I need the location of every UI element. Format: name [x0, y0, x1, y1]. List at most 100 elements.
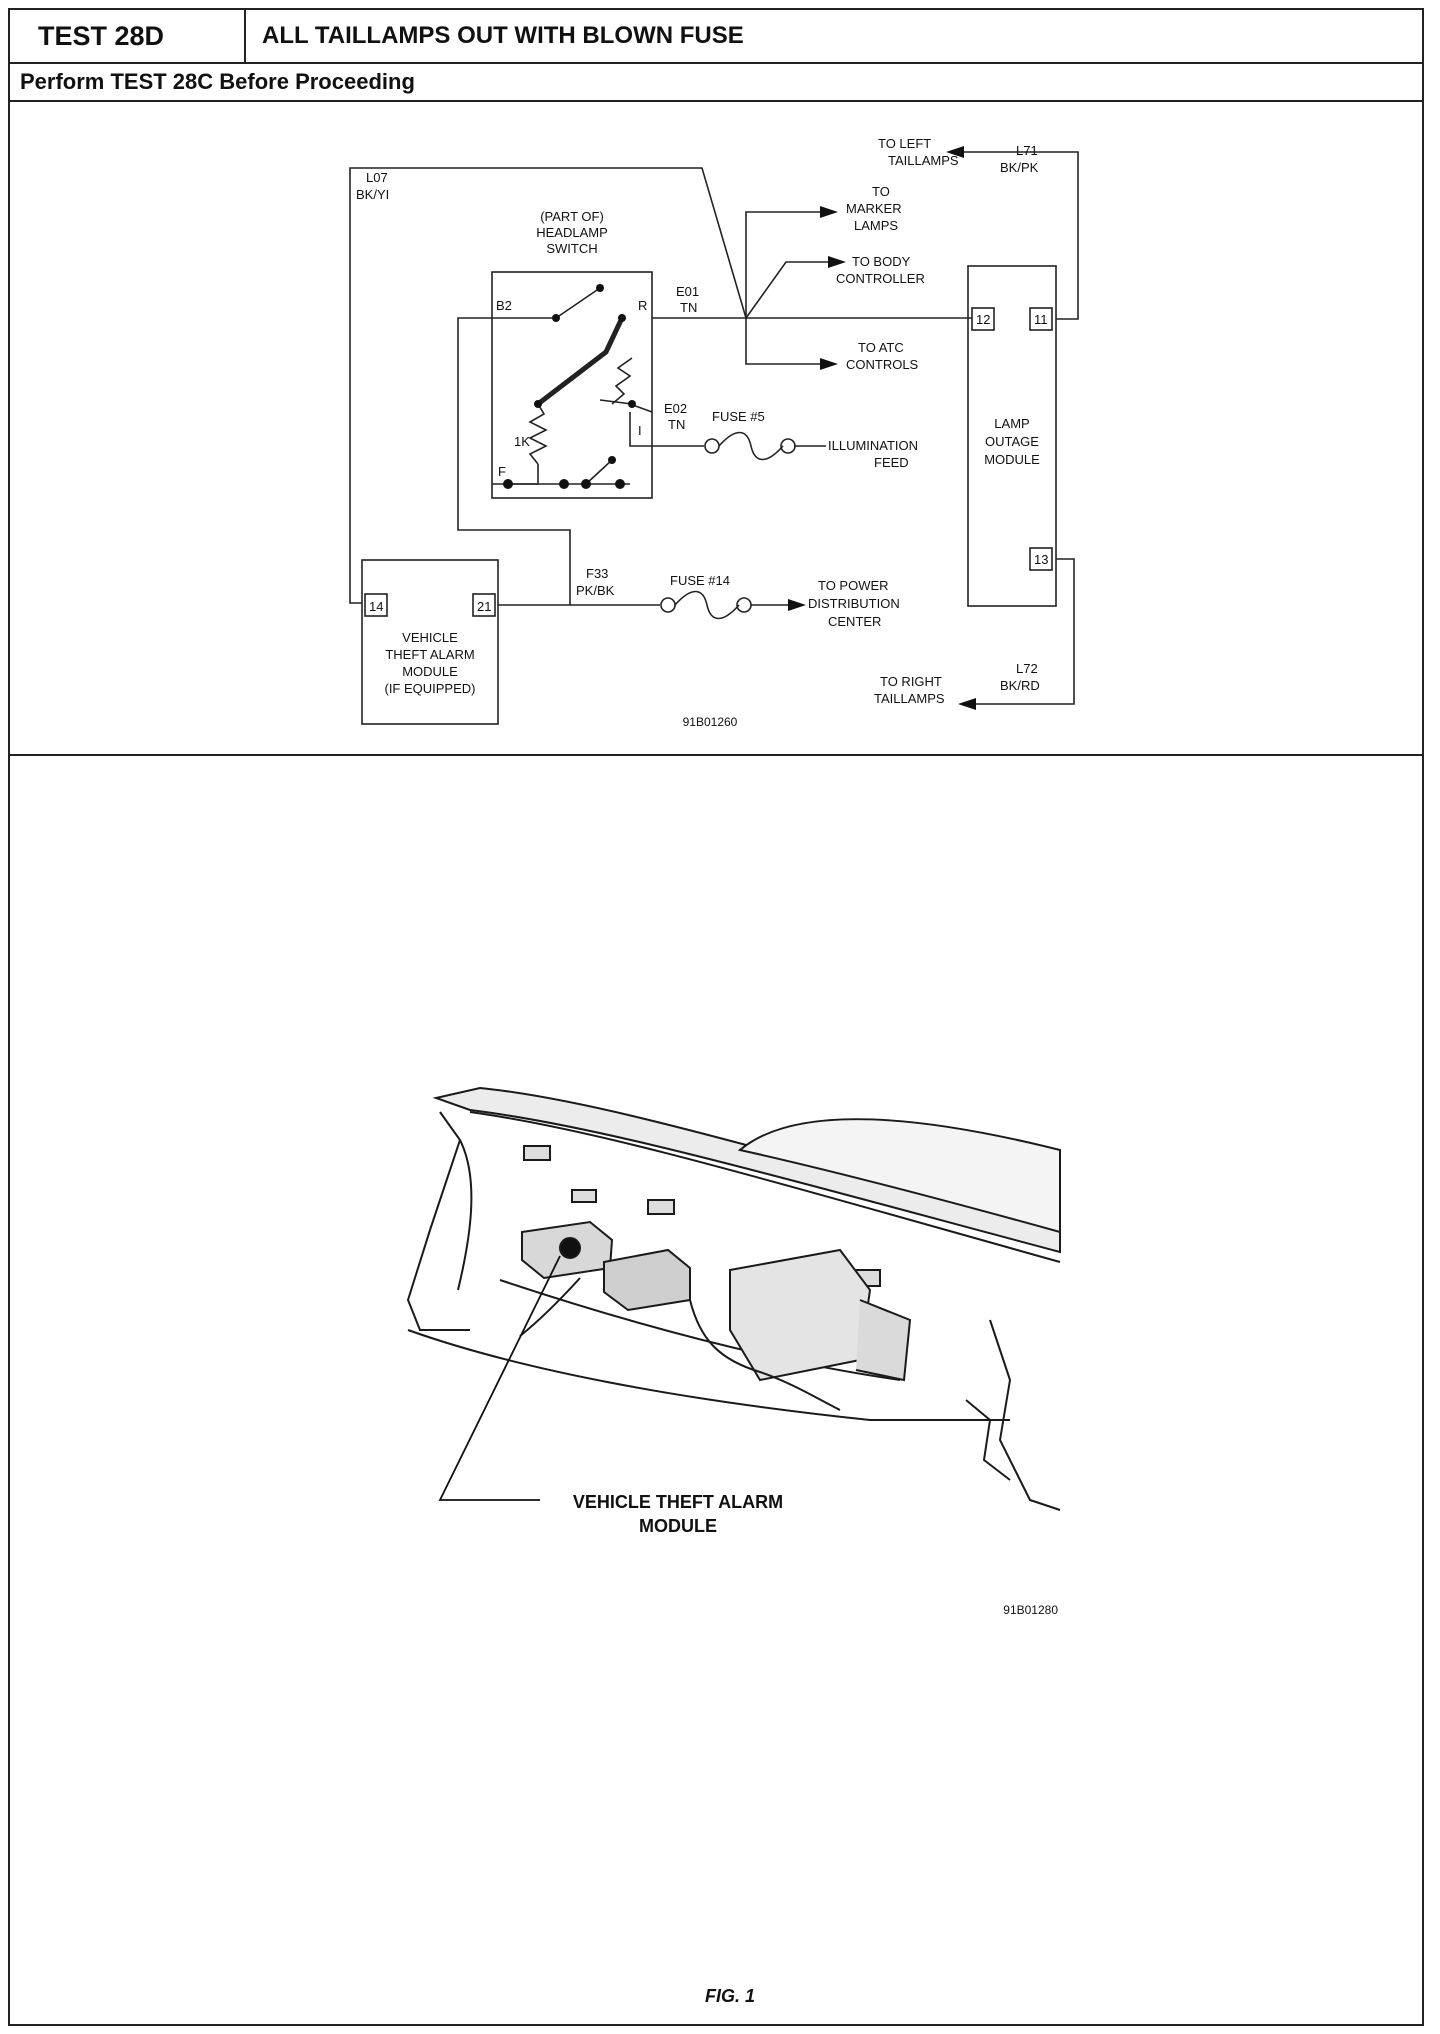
switch-lever	[536, 316, 625, 406]
label-e01-color: TN	[680, 300, 697, 315]
vta-pin21-box	[472, 593, 496, 617]
label-marker-3: LAMPS	[854, 218, 898, 233]
relay-box	[603, 1248, 691, 1312]
label-to-right: TO RIGHT	[880, 674, 942, 689]
right-frame	[989, 1319, 1061, 1511]
test-page-frame: TEST 28D ALL TAILLAMPS OUT WITH BLOWN FU…	[8, 8, 1424, 2026]
cowl-panel	[432, 1086, 1061, 1254]
label-left-taillamps: TAILLAMPS	[888, 153, 959, 168]
label-vta-2: THEFT ALARM	[385, 647, 474, 662]
cross-member	[499, 1279, 901, 1381]
wire-atc	[745, 318, 822, 365]
label-switch-1: (PART OF)	[540, 209, 604, 224]
label-pin-f: F	[498, 464, 506, 479]
fuse14-terminal-a	[660, 597, 676, 613]
theft-alarm-module-marker	[559, 1237, 581, 1259]
instrument-hood	[737, 1118, 1061, 1234]
schematic-labels: L07 BK/YI (PART OF) HEADLAMP SWITCH B2 R…	[356, 136, 1048, 729]
prerequisite-note: Perform TEST 28C Before Proceeding	[20, 69, 415, 94]
label-switch-3: SWITCH	[546, 241, 597, 256]
label-vta-1: VEHICLE	[402, 630, 458, 645]
figure-caption: FIG. 1	[705, 1986, 755, 2006]
callout-label-2: MODULE	[639, 1516, 717, 1536]
bracket-tab-2	[571, 1189, 597, 1203]
wiring-schematic	[349, 151, 1079, 725]
illustration-figure-code: 91B01280	[1003, 1603, 1058, 1617]
label-to-left: TO LEFT	[878, 136, 931, 151]
label-l71-color: BK/PK	[1000, 160, 1039, 175]
test-title: ALL TAILLAMPS OUT WITH BLOWN FUSE	[262, 22, 744, 49]
hvac-blower	[855, 1299, 912, 1382]
label-marker-2: MARKER	[846, 201, 902, 216]
module-connector-wire	[519, 1277, 581, 1337]
dashboard-illustration	[406, 1086, 1061, 1511]
label-body-1: TO BODY	[852, 254, 911, 269]
label-atc-2: CONTROLS	[846, 357, 919, 372]
bracket-tab-1	[523, 1145, 551, 1161]
label-e02-color: TN	[668, 417, 685, 432]
schematic-figure-code: 91B01260	[683, 715, 738, 729]
wire-l07	[349, 167, 747, 604]
headlamp-switch-box	[491, 271, 653, 499]
vta-pin14-box	[364, 593, 388, 617]
label-fuse14: FUSE #14	[670, 573, 730, 588]
label-vta-pin14: 14	[369, 599, 383, 614]
label-pin-r: R	[638, 298, 647, 313]
label-l72: L72	[1016, 661, 1038, 676]
rheostat-wiper	[599, 399, 633, 405]
label-pin-i: I	[638, 423, 642, 438]
label-l72-color: BK/RD	[1000, 678, 1040, 693]
label-lom-pin12: 12	[976, 312, 990, 327]
left-frame	[406, 1111, 470, 1331]
label-lom-1: LAMP	[994, 416, 1029, 431]
wiring-harness	[689, 1299, 841, 1411]
label-lom-pin13: 13	[1034, 552, 1048, 567]
wire-e02	[629, 412, 704, 447]
label-e02: E02	[664, 401, 687, 416]
left-frame-inner	[457, 1139, 473, 1291]
fuse14-icon	[674, 590, 740, 620]
wire-body	[745, 261, 830, 319]
switch-contact-b2	[555, 287, 601, 319]
bracket-tab-3	[647, 1199, 675, 1215]
test-id-cell: TEST 28D	[10, 10, 246, 62]
fuse5-terminal-a	[704, 438, 720, 454]
label-lom-pin11: 11	[1034, 312, 1048, 327]
label-e01: E01	[676, 284, 699, 299]
label-f33: F33	[586, 566, 608, 581]
label-right-taillamps: TAILLAMPS	[874, 691, 945, 706]
subheader-divider	[10, 100, 1422, 102]
section-divider	[10, 754, 1422, 756]
label-fuse5: FUSE #5	[712, 409, 765, 424]
label-f33-color: PK/BK	[576, 583, 615, 598]
header-divider	[10, 62, 1422, 64]
resistor-1k-icon	[528, 403, 548, 465]
lom-pin11-box	[1029, 307, 1053, 331]
schematic-dots	[503, 284, 636, 489]
wire-l71	[964, 151, 1079, 320]
fuse14-terminal-b	[736, 597, 752, 613]
label-illumination: ILLUMINATION	[828, 438, 918, 453]
rheostat-icon	[611, 357, 633, 405]
label-pdc-3: CENTER	[828, 614, 881, 629]
label-pin-b2: B2	[496, 298, 512, 313]
label-l07-color: BK/YI	[356, 187, 389, 202]
label-switch-2: HEADLAMP	[536, 225, 608, 240]
callout-leader-line	[438, 1255, 561, 1501]
label-l71: L71	[1016, 143, 1038, 158]
label-feed: FEED	[874, 455, 909, 470]
label-l07: L07	[366, 170, 388, 185]
vta-module-box	[361, 559, 499, 725]
lamp-outage-module-box	[967, 265, 1057, 607]
right-bracket	[965, 1399, 1011, 1481]
wire-l72	[976, 558, 1075, 705]
label-lom-3: MODULE	[984, 452, 1040, 467]
label-pdc-1: TO POWER	[818, 578, 889, 593]
wire-b2-f33	[457, 317, 571, 605]
label-pdc-2: DISTRIBUTION	[808, 596, 900, 611]
lom-pin12-box	[971, 307, 995, 331]
label-vta-pin21: 21	[477, 599, 491, 614]
schematic-arrowheads	[788, 146, 976, 710]
fuse5-terminal-b	[780, 438, 796, 454]
